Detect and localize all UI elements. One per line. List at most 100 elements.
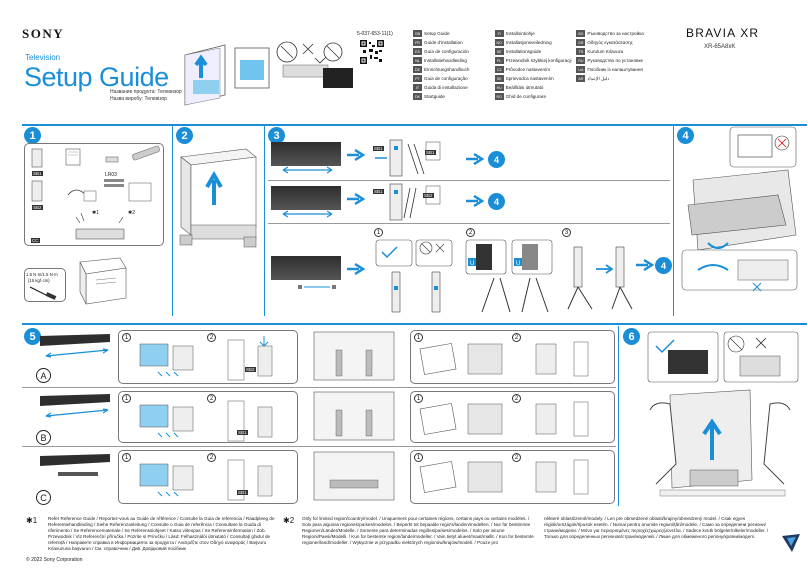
part-label-sb2: SB2 (423, 193, 434, 198)
arrow-right-icon (466, 194, 485, 208)
divider (618, 326, 619, 506)
row-divider (22, 387, 616, 388)
step-3-badge: 3 (268, 127, 285, 144)
width-arrow (282, 210, 333, 218)
go-to-step-4: 4 (655, 257, 672, 274)
sub-step-2: 2 (207, 333, 216, 342)
sub-step-2: 2 (207, 453, 216, 462)
divider (172, 126, 173, 316)
part-label-cc: CC (31, 238, 40, 243)
tv-side-view-a (40, 334, 110, 358)
stand-final-illustration (567, 246, 633, 310)
footnote-2-text: Only for limited region/country/model. /… (302, 516, 534, 545)
row-divider (268, 223, 670, 224)
footnote-1-mark: ✱1 (26, 516, 38, 525)
torque-box (24, 268, 66, 302)
rear-cover-illustrations (419, 341, 589, 495)
stand-sb2-illustration (389, 183, 441, 221)
tv-side-view-b (40, 394, 110, 418)
sub-step-1: 1 (122, 394, 131, 403)
page-title: Setup Guide (24, 62, 169, 92)
sony-logo: SONY (22, 26, 65, 41)
sub-step-1: 1 (414, 394, 423, 403)
tv-back-illustrations (313, 331, 395, 501)
stand-mount-illustration (681, 126, 798, 292)
footnote-mark: ✱2 (128, 210, 135, 216)
cable-cover-illustrations (139, 336, 273, 501)
document-code: 5-037-653-11(1) (357, 31, 393, 37)
footnote-2-mark: ✱2 (283, 516, 295, 525)
svg-text:U: U (516, 261, 520, 267)
row-divider (268, 180, 670, 181)
part-label-sb1: SB1 (237, 430, 248, 435)
title-sub-ua: Назва виробу: Телевізор (110, 96, 168, 102)
part-label-sb1: SB1 (373, 189, 384, 194)
torque-kgf: {15 kgf·cm} (28, 278, 50, 283)
svg-text:U: U (470, 261, 474, 267)
arrow-right-icon (347, 148, 366, 162)
tv-panel (271, 256, 341, 280)
sub-step-2: 2 (207, 394, 216, 403)
tv-side-view-c (40, 454, 110, 476)
stand-sb1-illustration (375, 139, 441, 177)
box-packing-illustration (79, 257, 127, 305)
product-line-logo: BRAVIA XR (686, 26, 760, 40)
title-sub-ru: Название продукта: Телевизор (110, 89, 182, 95)
arrow-right-icon (636, 258, 655, 272)
footnote-1-text: Refer Reference Guide / Reportez-vous au… (48, 516, 275, 551)
section-divider-top (22, 124, 807, 126)
sub-step-2: 2 (512, 394, 521, 403)
sub-step-1: 1 (374, 228, 383, 237)
divider (673, 126, 674, 316)
step-2-badge: 2 (176, 127, 193, 144)
unbox-illustration (184, 41, 353, 106)
part-label-lr03: LR03 (105, 172, 117, 178)
recycle-logo-icon (782, 534, 800, 552)
sub-step-1: 1 (122, 453, 131, 462)
part-label-sb1: SB1 (425, 150, 436, 155)
part-label-sb1: SB1 (373, 146, 384, 151)
sub-step-2: 2 (512, 333, 521, 342)
torque-value: 1.5 N·m/1.5 N·m (26, 272, 58, 277)
qr-code (360, 40, 384, 64)
go-to-step-4: 4 (488, 193, 505, 210)
model-number: XR-65A8xK (704, 44, 736, 50)
tv-panel (271, 142, 341, 166)
step-5-badge: 5 (24, 328, 41, 345)
sub-step-1: 1 (414, 333, 423, 342)
part-label-sb2: SB2 (245, 367, 256, 372)
sub-step-2: 2 (512, 453, 521, 462)
go-to-step-4: 4 (488, 151, 505, 168)
width-arrow (282, 166, 333, 174)
sub-step-3: 3 (562, 228, 571, 237)
variant-c-badge: C (36, 490, 51, 505)
divider (264, 126, 265, 316)
row-divider (22, 446, 616, 447)
soundbar-position (298, 285, 336, 289)
section-divider-middle (22, 323, 807, 325)
footnote-mark: ✱1 (92, 210, 99, 216)
copyright: © 2022 Sony Corporation (26, 557, 83, 563)
variant-a-badge: A (36, 368, 51, 383)
stand-attach-illustration: U U (465, 239, 553, 313)
